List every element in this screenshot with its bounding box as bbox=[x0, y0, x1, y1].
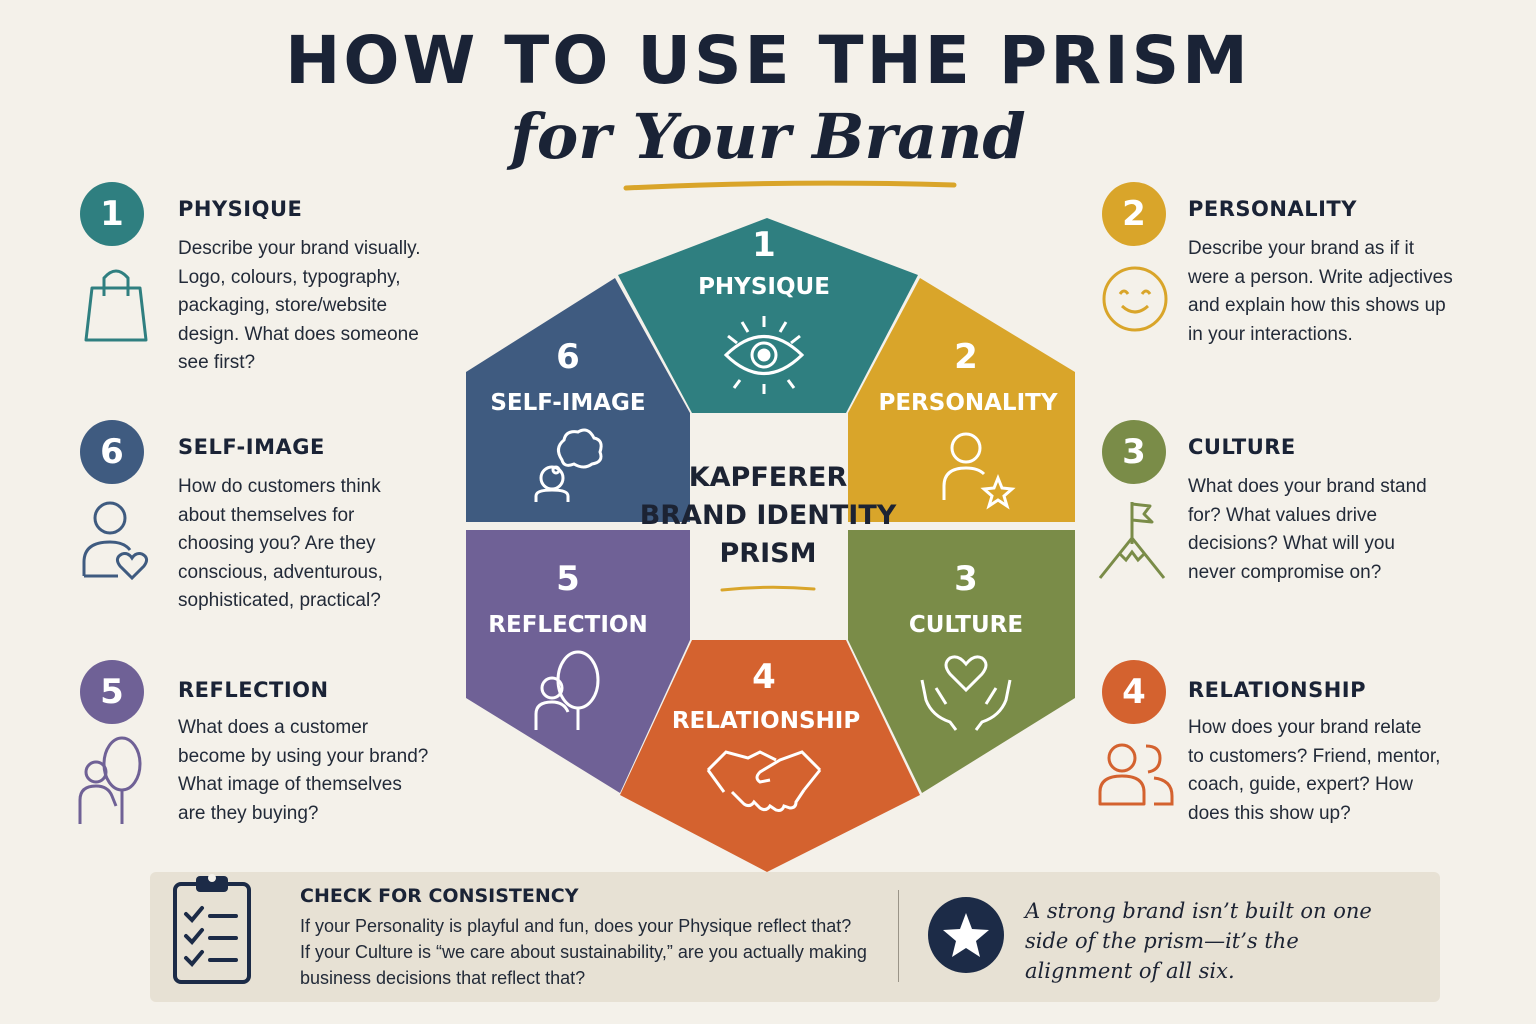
eye-icon bbox=[723, 316, 805, 394]
svg-text:REFLECTION: REFLECTION bbox=[488, 612, 647, 638]
svg-text:KAPFERER: KAPFERER bbox=[689, 462, 848, 493]
item-desc-personality: Describe your brand as if it were a pers… bbox=[1188, 238, 1453, 345]
badge-relationship: 4 bbox=[1102, 660, 1166, 724]
prism-segment-personality: 2 PERSONALITY bbox=[848, 278, 1075, 522]
consistency-panel bbox=[150, 872, 1440, 1002]
item-title-self-image: SELF-IMAGE bbox=[178, 435, 325, 459]
prism-hexagon: 1 PHYSIQUE 2 PERSONALITY 3 CULTURE bbox=[466, 218, 1075, 872]
clipboard-checklist-icon bbox=[173, 874, 251, 984]
two-people-icon bbox=[1098, 743, 1174, 806]
shopping-bag-icon bbox=[84, 269, 148, 342]
reflection-mirror-icon bbox=[534, 650, 600, 730]
item-desc-relationship: How does your brand relate to customers?… bbox=[1188, 717, 1441, 824]
prism-segment-self-image: 6 SELF-IMAGE bbox=[466, 278, 690, 522]
page-subtitle: for Your Brand bbox=[510, 100, 1026, 173]
svg-text:PRISM: PRISM bbox=[720, 538, 817, 569]
closing-quote: A strong brand isn’t built on one side o… bbox=[1025, 899, 1372, 983]
svg-text:2: 2 bbox=[954, 337, 978, 377]
item-title-personality: PERSONALITY bbox=[1188, 197, 1357, 221]
svg-text:RELATIONSHIP: RELATIONSHIP bbox=[672, 708, 860, 734]
badge-physique: 1 bbox=[80, 182, 144, 246]
consistency-line-3: business decisions that reflect that? bbox=[300, 968, 586, 988]
title-underline bbox=[623, 180, 957, 191]
star-badge-icon bbox=[928, 897, 1004, 973]
person-heart-icon bbox=[82, 501, 149, 581]
item-desc-culture: What does your brand stand for? What val… bbox=[1188, 476, 1427, 583]
prism-segment-reflection: 5 REFLECTION bbox=[466, 530, 690, 793]
smiley-face-icon bbox=[1102, 266, 1168, 332]
hands-heart-icon bbox=[920, 655, 1012, 731]
consistency-line-1: If your Personality is playful and fun, … bbox=[300, 916, 852, 936]
badge-reflection: 5 bbox=[80, 660, 144, 724]
consistency-line-2: If your Culture is “we care about sustai… bbox=[300, 942, 867, 962]
panel-divider bbox=[898, 890, 899, 982]
person-mirror-icon bbox=[78, 736, 142, 824]
page-title: HOW TO USE THE PRISM bbox=[285, 22, 1251, 99]
item-desc-reflection: What does a customer become by using you… bbox=[178, 717, 429, 824]
svg-text:4: 4 bbox=[752, 657, 776, 697]
item-title-relationship: RELATIONSHIP bbox=[1188, 678, 1366, 702]
consistency-title: CHECK FOR CONSISTENCY bbox=[300, 885, 579, 907]
svg-text:PHYSIQUE: PHYSIQUE bbox=[698, 274, 830, 300]
prism-segment-relationship: 4 RELATIONSHIP bbox=[620, 640, 920, 872]
prism-segment-culture: 3 CULTURE bbox=[848, 530, 1075, 793]
badge-personality: 2 bbox=[1102, 182, 1166, 246]
item-desc-physique: Describe your brand visually. Logo, colo… bbox=[178, 238, 421, 373]
badge-culture: 3 bbox=[1102, 420, 1166, 484]
person-star-icon bbox=[942, 432, 1016, 510]
svg-text:6: 6 bbox=[556, 337, 580, 377]
item-desc-self-image: How do customers think about themselves … bbox=[178, 476, 383, 611]
svg-text:3: 3 bbox=[954, 559, 978, 599]
item-title-culture: CULTURE bbox=[1188, 435, 1296, 459]
prism-center: KAPFERER BRAND IDENTITY PRISM bbox=[640, 462, 897, 592]
svg-text:BRAND IDENTITY: BRAND IDENTITY bbox=[640, 500, 897, 531]
item-title-reflection: REFLECTION bbox=[178, 678, 329, 702]
svg-text:CULTURE: CULTURE bbox=[909, 612, 1023, 638]
person-thought-icon bbox=[534, 428, 603, 502]
item-title-physique: PHYSIQUE bbox=[178, 197, 303, 221]
svg-text:1: 1 bbox=[752, 225, 776, 265]
handshake-icon bbox=[706, 750, 822, 812]
svg-text:SELF-IMAGE: SELF-IMAGE bbox=[490, 390, 645, 416]
svg-text:5: 5 bbox=[556, 559, 580, 599]
prism-segment-physique: 1 PHYSIQUE bbox=[618, 218, 918, 413]
badge-self-image: 6 bbox=[80, 420, 144, 484]
svg-text:PERSONALITY: PERSONALITY bbox=[878, 390, 1057, 416]
mountain-flag-icon bbox=[1098, 502, 1166, 579]
